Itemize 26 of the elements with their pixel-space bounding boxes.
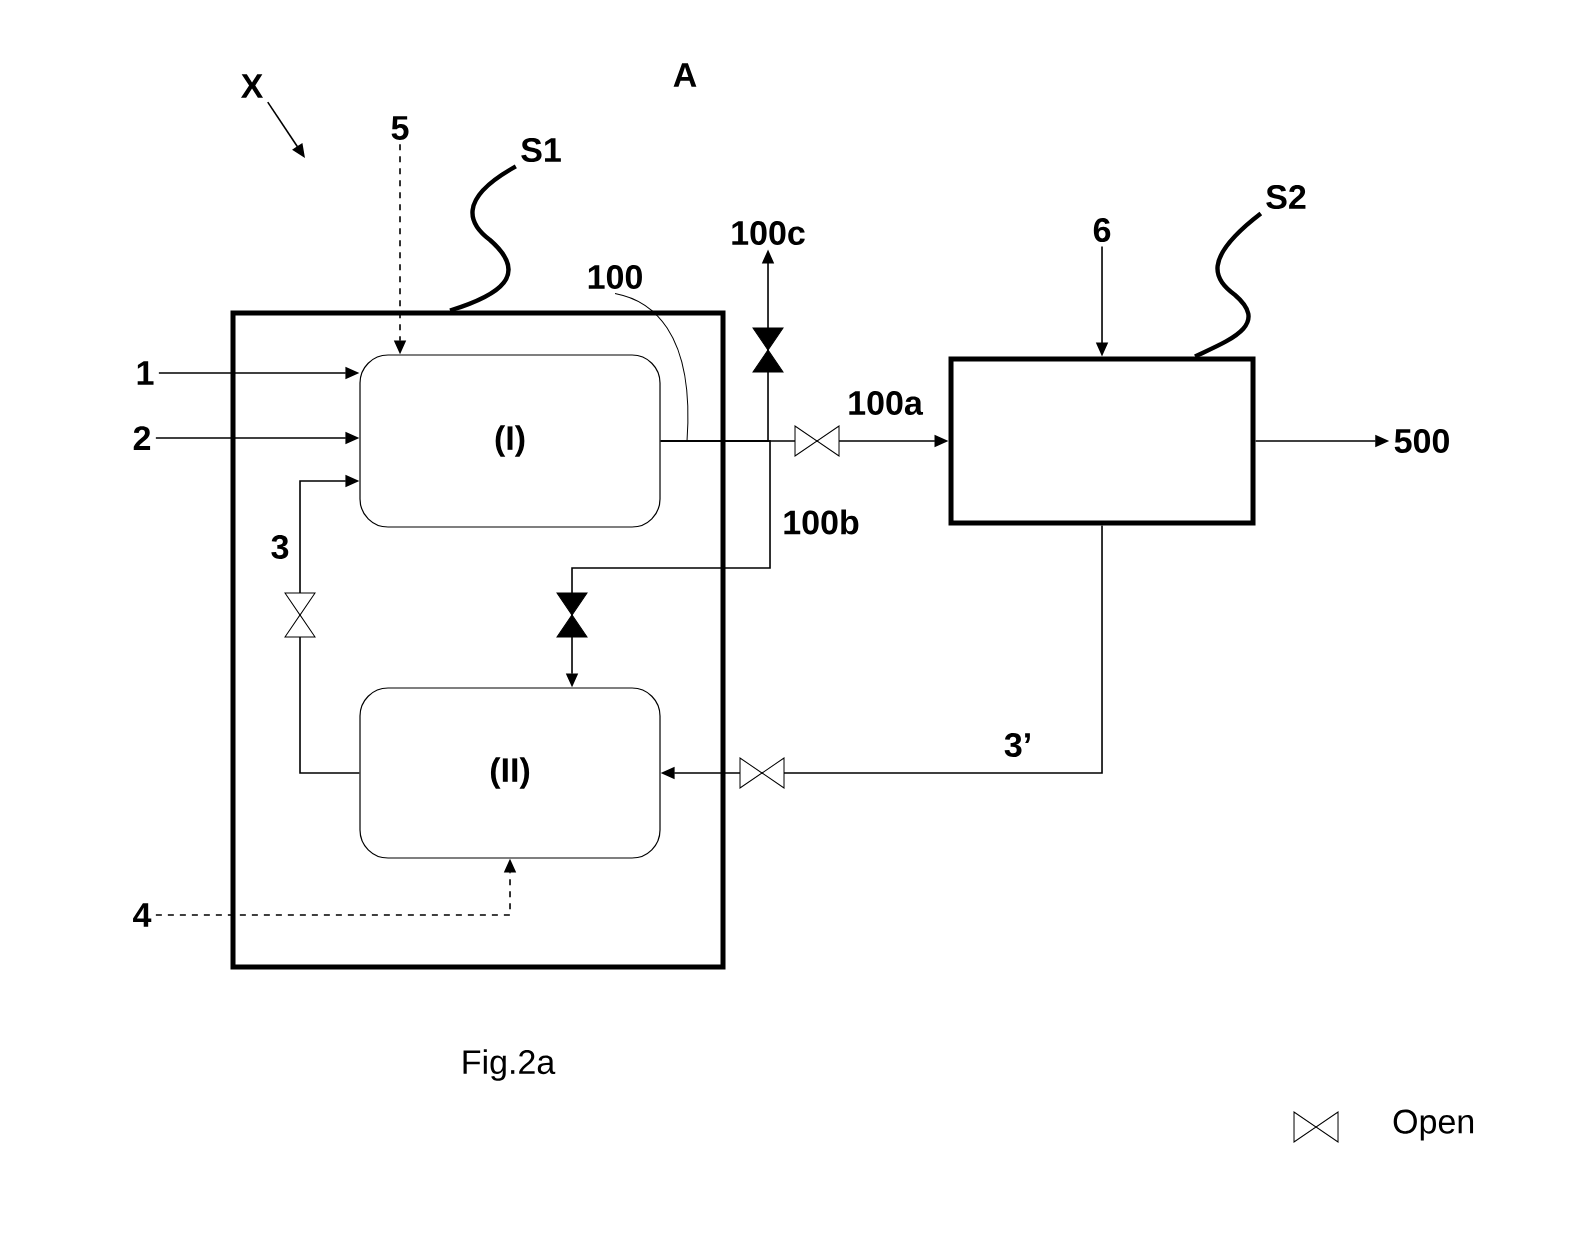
reference-label: 6 [1093,217,1111,243]
edge-label: 100a [849,390,924,416]
legend-text: Open [1393,1109,1474,1141]
reference-label: 4 [133,903,152,927]
reference-label: 100 [588,264,642,290]
signal-line [449,164,517,313]
process-box: (II) [359,687,661,859]
reference-label: 2 [133,426,151,450]
outer-box [230,310,726,970]
reference-label: 100c [732,220,805,246]
reference-label: S1 [521,137,561,163]
reference-label: X [241,74,264,98]
reference-label: 1 [137,361,154,385]
figure-label: A [673,63,697,87]
process-box: (I) [359,354,661,528]
caption: Fig.2a [463,1049,556,1081]
reference-label: 5 [391,116,409,140]
edge-label: 3’ [1004,732,1030,758]
signal-line [1194,211,1263,359]
edge-label: 100b [784,509,859,535]
leader-line [614,292,689,442]
edge-label: 3 [271,534,289,560]
unit-box [948,356,1256,526]
reference-label: S2 [1266,184,1306,210]
arrow [266,101,305,158]
reference-label: 500 [1394,428,1449,454]
